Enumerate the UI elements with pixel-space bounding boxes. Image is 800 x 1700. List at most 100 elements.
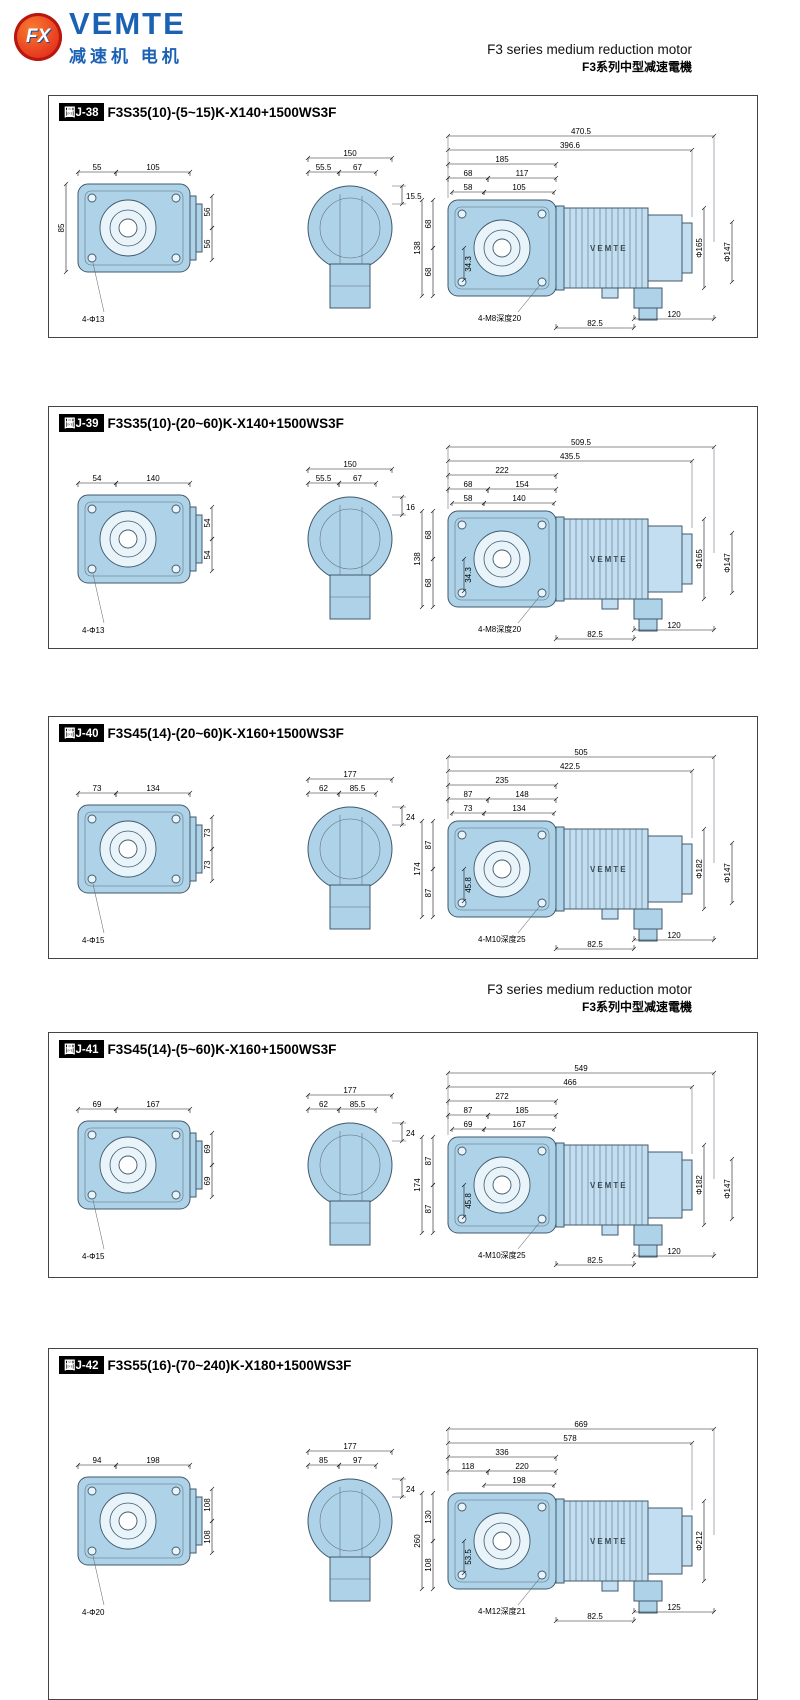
dimension-label: 54	[203, 550, 212, 559]
dimension: 185	[485, 1106, 559, 1119]
dimension: 58	[449, 183, 487, 195]
dimension-label: 138	[413, 241, 422, 255]
dimension: 69	[203, 1130, 215, 1168]
dimension-label: 58	[464, 183, 473, 192]
dimension-label: 509.5	[571, 438, 592, 447]
dimension: 34.3	[461, 556, 473, 594]
dimension-label: 134	[146, 784, 160, 793]
dimension-label: 466	[563, 1078, 577, 1087]
dimension-label: 120	[667, 621, 681, 630]
dimension-label: 120	[667, 1247, 681, 1256]
dimension-label: 272	[495, 1092, 509, 1101]
dimension: 55.5	[305, 474, 342, 487]
dimension-label: 134	[512, 804, 526, 813]
dimension-label: 67	[353, 474, 362, 483]
dimension-label: 24	[406, 1485, 415, 1494]
dimension: 34.3	[461, 245, 473, 283]
dimension-label: 85	[319, 1456, 328, 1465]
dimension: 87	[424, 866, 436, 920]
dimension	[399, 183, 405, 207]
dimension-label: 108	[203, 1530, 212, 1544]
dimension: 67	[336, 163, 379, 176]
dimension-label: 138	[413, 552, 422, 566]
dimension: 120	[631, 310, 717, 322]
dimension-label: 108	[424, 1558, 433, 1572]
figure-header: 圖J-42 F3S55(16)-(70~240)K-X180+1500WS3F	[59, 1356, 351, 1374]
dimension: 134	[481, 804, 557, 816]
dimension-label: 177	[343, 1442, 357, 1451]
figure-panel-j42: 圖J-42 F3S55(16)-(70~240)K-X180+1500WS3F …	[48, 1348, 758, 1700]
dimension-label: 174	[413, 1178, 422, 1192]
dimension-label: 45.8	[464, 877, 473, 893]
dimension-label: 94	[93, 1456, 102, 1465]
dimension-label: 55	[93, 163, 102, 172]
dimension-label: 177	[343, 770, 357, 779]
dimension-label: 130	[424, 1510, 433, 1524]
dimension: 94	[75, 1456, 119, 1469]
dimension-label: Φ165	[695, 238, 704, 258]
dimension-label: 150	[343, 149, 357, 158]
dimension-label: 167	[512, 1120, 526, 1129]
dimension: 150	[305, 460, 395, 473]
dimension-label: 150	[343, 460, 357, 469]
dimension: 120	[631, 931, 717, 943]
dimension: 85.5	[336, 784, 379, 797]
dimension-label: 154	[515, 480, 529, 489]
dimension-label: 82.5	[587, 319, 603, 328]
dimension: 69	[449, 1120, 487, 1132]
figure-header: 圖J-38 F3S35(10)-(5~15)K-X140+1500WS3F	[59, 103, 336, 121]
series-title-en: F3 series medium reduction motor	[487, 42, 692, 57]
dimension: 45.8	[461, 1182, 473, 1220]
dimension-label: 69	[203, 1144, 212, 1153]
dimension: 87	[424, 1182, 436, 1236]
dimension: 62	[305, 1100, 342, 1113]
figure-header: 圖J-39 F3S35(10)-(20~60)K-X140+1500WS3F	[59, 414, 344, 432]
dimension: 396.6	[445, 141, 695, 153]
dimension: 87	[424, 818, 436, 872]
dimension: 68	[424, 508, 436, 562]
dimension-label: Φ182	[695, 1175, 704, 1195]
dimension-label: 87	[424, 1156, 433, 1165]
dimension-label: 16	[406, 503, 415, 512]
dimension-label: 54	[203, 518, 212, 527]
dimension-label: 87	[424, 1204, 433, 1213]
dimension: 45.8	[461, 866, 473, 904]
hole-note: 4-Φ15	[82, 936, 105, 945]
figure-panel-j39: 圖J-39 F3S35(10)-(20~60)K-X140+1500WS3F 5…	[48, 406, 758, 649]
dimension-label: 198	[512, 1476, 526, 1485]
dimension: Φ165	[695, 205, 707, 291]
dimension: 58	[449, 494, 487, 506]
dimension: 105	[113, 163, 193, 176]
dimension-label: 68	[424, 267, 433, 276]
figure-tag: 圖J-41	[59, 1040, 104, 1058]
series-title-mid: F3 series medium reduction motor F3系列中型减…	[487, 982, 692, 1015]
dimension-label: 120	[667, 931, 681, 940]
dimension: 73	[203, 846, 215, 884]
dimension-label: 336	[495, 1448, 509, 1457]
dimension-label: 470.5	[571, 127, 592, 136]
dimension: 422.5	[445, 762, 695, 774]
dimension: 198	[481, 1476, 557, 1488]
dimension: 73	[203, 814, 215, 852]
dimension-label: 62	[319, 784, 328, 793]
dimension: 108	[424, 1538, 436, 1592]
dimension-label: 85.5	[350, 784, 366, 793]
dimension-label: 68	[424, 219, 433, 228]
dimension-label: 118	[462, 1462, 475, 1471]
figure-tag: 圖J-40	[59, 724, 104, 742]
dimension: 466	[445, 1078, 695, 1090]
hole-note: 4-Φ15	[82, 1252, 105, 1261]
figure-header: 圖J-41 F3S45(14)-(5~60)K-X160+1500WS3F	[59, 1040, 336, 1058]
dimension	[399, 804, 405, 828]
dimension-label: 69	[203, 1176, 212, 1185]
dimension-label: 87	[424, 888, 433, 897]
dimension: 117	[485, 169, 559, 182]
